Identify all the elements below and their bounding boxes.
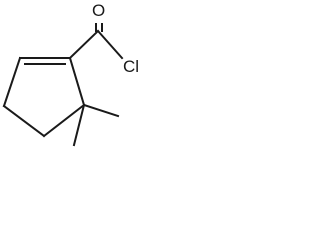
ring-bond-c5-c1: [2, 56, 22, 108]
chemical-structure-diagram: O Cl: [0, 0, 148, 150]
methyl-bond-2: [82, 103, 120, 118]
oxygen-atom-label: O: [92, 1, 106, 20]
ring-bond-c3-c4: [42, 103, 86, 138]
ring-bond-c2-c3: [68, 56, 86, 107]
bond-carbonyl-to-chlorine: [96, 29, 124, 60]
bond-ring-to-carbonyl: [68, 29, 100, 60]
chlorine-atom-label: Cl: [123, 57, 140, 76]
methyl-bond-1: [72, 103, 86, 147]
ring-bond-c4-c5: [2, 104, 46, 138]
bond-drawing: [2, 23, 124, 147]
